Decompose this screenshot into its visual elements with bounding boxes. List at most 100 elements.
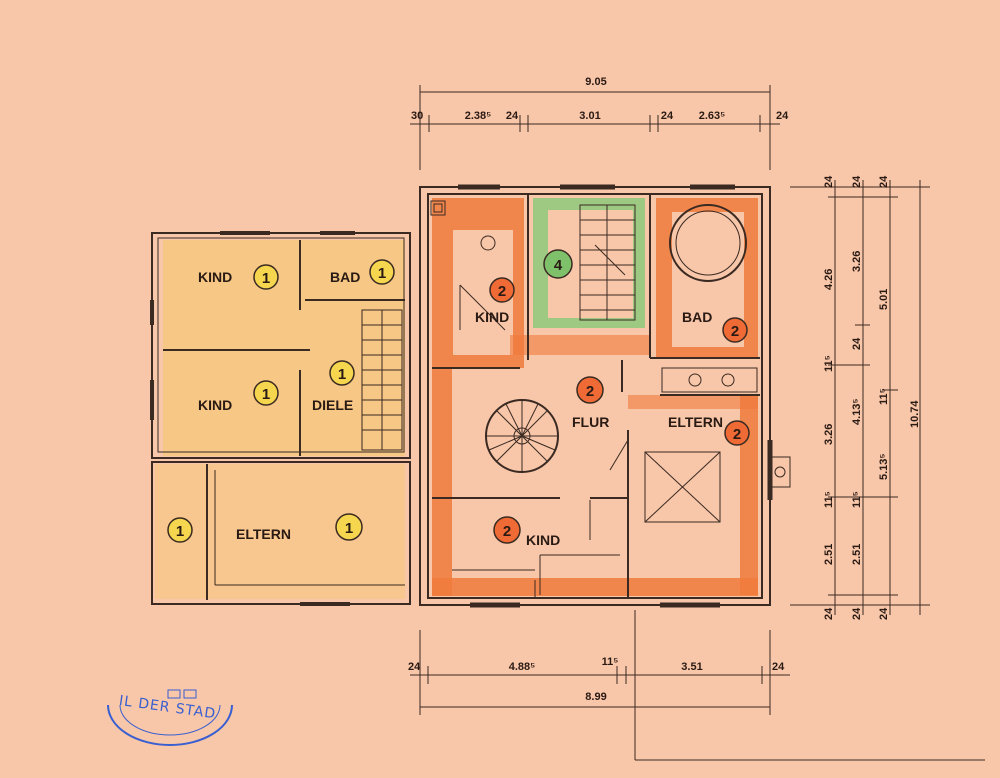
room-fill-bottom-edge xyxy=(432,578,758,596)
door-swing xyxy=(609,439,629,471)
badge-number: 1 xyxy=(262,270,270,287)
badge-number: 2 xyxy=(731,323,739,340)
room-label-eltern-upper: ELTERN xyxy=(668,414,723,430)
left-stairs xyxy=(361,309,403,451)
stamp-inner-arc xyxy=(119,704,221,736)
dim-right-col2: 2.51 xyxy=(851,544,863,565)
level-badge xyxy=(543,249,573,279)
dim-right-col3: 24 xyxy=(878,607,890,620)
dim-right-col2: 3.26 xyxy=(851,251,863,272)
badge-number: 1 xyxy=(338,366,346,383)
dim-bottom-seg: 3.51 xyxy=(681,661,702,673)
dim-right-col1: 24 xyxy=(823,175,835,188)
room-label-bad-upper: BAD xyxy=(682,309,712,325)
dim-right-col1: 2.51 xyxy=(823,544,835,565)
top-dimensions: 9.05 30 2.38⁵ 24 3.01 24 2.63⁵ 24 xyxy=(410,76,789,170)
level-badge xyxy=(724,420,750,446)
left-plan-upper-outline xyxy=(151,232,411,459)
level-badge xyxy=(493,516,521,544)
badge-number: 1 xyxy=(176,523,184,540)
dim-right-col2: 24 xyxy=(851,607,863,620)
dim-bottom-seg: 11⁵ xyxy=(602,656,619,668)
room-label-eltern-1: ELTERN xyxy=(236,526,291,542)
right-floor-plan: 2 KIND 4 BAD 2 2 FLUR ELTERN 2 2 KIND xyxy=(419,184,791,608)
bed-diagonal xyxy=(644,451,721,523)
room-fill-flur-edge xyxy=(432,368,452,596)
dim-top-seg: 30 xyxy=(411,110,423,122)
chimney-square xyxy=(430,200,446,216)
dim-top-seg: 24 xyxy=(661,110,674,122)
level-badge xyxy=(253,264,279,290)
badge-number: 1 xyxy=(345,520,353,537)
room-label-kind-upper: KIND xyxy=(475,309,509,325)
badge-number: 1 xyxy=(262,386,270,403)
dim-right-col1: 3.26 xyxy=(823,424,835,445)
dim-right-col3: 24 xyxy=(878,175,890,188)
external-box-circle xyxy=(774,466,786,478)
room-label-flur: FLUR xyxy=(572,414,609,430)
badge-number: 4 xyxy=(554,257,563,274)
level-badge xyxy=(489,277,515,303)
washbasin-icon xyxy=(480,235,496,251)
room-label-kind-2: KIND xyxy=(198,397,232,413)
dim-top-seg: 2.38⁵ xyxy=(465,110,492,122)
stamp-arc xyxy=(107,704,233,746)
external-box xyxy=(769,456,791,488)
dim-bottom-seg: 24 xyxy=(772,661,785,673)
dim-right-col2: 11⁵ xyxy=(851,491,863,508)
level-badge xyxy=(329,360,355,386)
dim-right-col1: 4.26 xyxy=(823,269,835,290)
level-badge xyxy=(369,259,395,285)
dim-right-col2: 24 xyxy=(851,337,863,350)
dim-right-col3: 5.13⁵ xyxy=(878,453,890,480)
sink-icon xyxy=(688,373,702,387)
dim-bottom-seg: 4.88⁵ xyxy=(509,661,536,673)
dim-bottom-total: 8.99 xyxy=(585,691,606,703)
dim-top-seg: 3.01 xyxy=(579,110,600,122)
level-badge xyxy=(722,317,748,343)
level-badge xyxy=(335,513,363,541)
room-fill-eltern-top xyxy=(628,395,758,409)
dim-top-seg: 24 xyxy=(506,110,519,122)
round-bathtub-icon xyxy=(669,204,747,282)
badge-number: 1 xyxy=(378,265,386,282)
room-label-kind-1: KIND xyxy=(198,269,232,285)
dim-right-col1: 24 xyxy=(823,607,835,620)
left-plan-lower-outline xyxy=(151,461,411,605)
room-fill-eltern-edge xyxy=(740,395,758,595)
stamp-emblem-icon xyxy=(183,689,197,699)
dim-top-seg: 24 xyxy=(776,110,789,122)
dim-right-col3: 5.01 xyxy=(878,289,890,310)
stamp-emblem-icon xyxy=(167,689,181,699)
dim-right-col2: 24 xyxy=(851,175,863,188)
left-plan-lower-fill xyxy=(155,464,405,599)
level-badge xyxy=(167,517,193,543)
bed-icon xyxy=(644,451,721,523)
dim-right-col1: 11⁵ xyxy=(823,491,835,508)
round-bathtub-inner xyxy=(675,210,741,276)
left-floor-plan: KIND 1 BAD 1 KIND 1 DIELE 1 ELTERN 1 1 xyxy=(150,231,411,606)
door-swing xyxy=(459,284,506,331)
level-badge xyxy=(253,380,279,406)
dim-right-col3: 11⁵ xyxy=(878,388,890,405)
left-plan-inner-outline xyxy=(157,237,405,453)
badge-number: 2 xyxy=(498,283,506,300)
left-plan-upper-fill xyxy=(163,240,405,456)
level-badge xyxy=(576,376,604,404)
right-plan-inner-outline xyxy=(427,193,763,599)
room-label-kind-lower: KIND xyxy=(526,532,560,548)
badge-number: 2 xyxy=(503,523,511,540)
room-label-bad-1: BAD xyxy=(330,269,360,285)
badge-number: 2 xyxy=(733,426,741,443)
upper-stairs xyxy=(579,204,636,321)
dim-right-col2: 4.13⁵ xyxy=(851,398,863,425)
dim-bottom-seg: 24 xyxy=(408,661,421,673)
room-label-diele: DIELE xyxy=(312,397,353,413)
sink-counter xyxy=(661,367,758,393)
dim-right-total: 10.74 xyxy=(909,400,921,428)
badge-number: 2 xyxy=(586,383,594,400)
room-fill-flur-top xyxy=(510,335,650,355)
dim-top-seg: 2.63⁵ xyxy=(699,110,726,122)
right-dimensions: 24 4.26 11⁵ 3.26 11⁵ 2.51 24 24 3.26 24 … xyxy=(790,175,930,620)
